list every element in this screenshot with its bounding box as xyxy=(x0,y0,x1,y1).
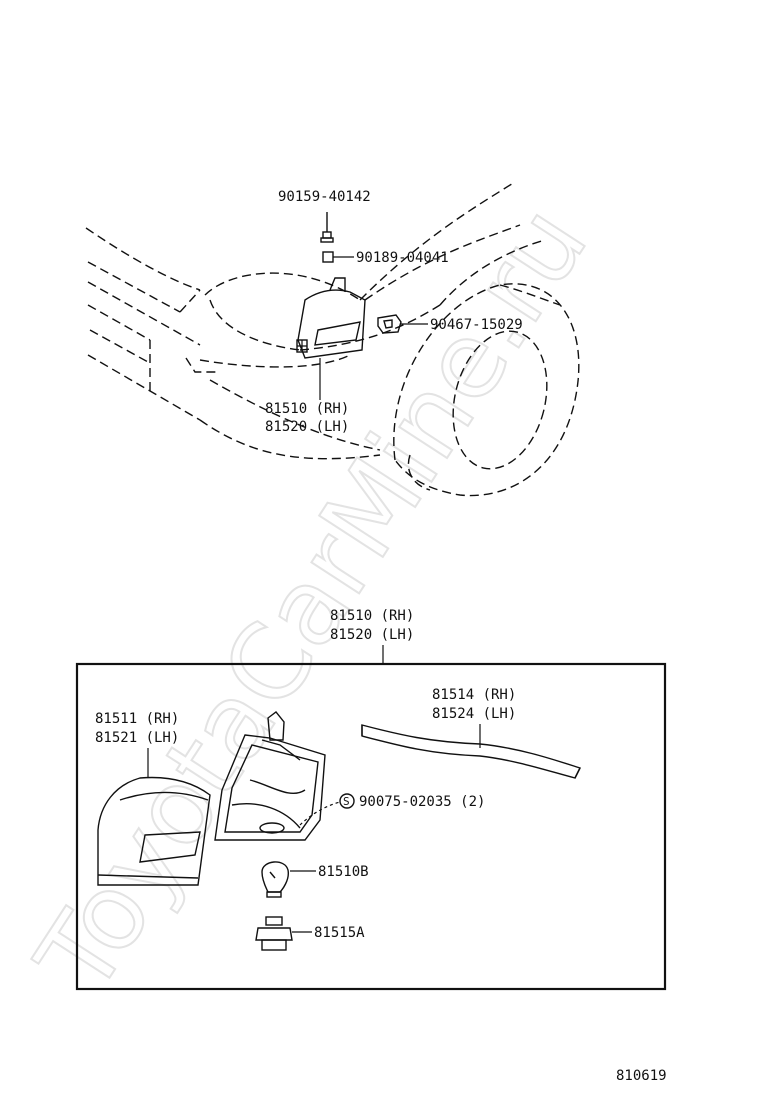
label-lens-rh: 81511 (RH) xyxy=(95,711,179,727)
bulb xyxy=(261,861,316,898)
lamp-housing xyxy=(214,711,326,841)
socket xyxy=(255,916,312,951)
vehicle-front-corner-view xyxy=(85,181,580,497)
label-assembly-lh: 81520 (LH) xyxy=(330,627,414,643)
screw-reference: S xyxy=(299,793,355,826)
label-screw: 90075-02035 (2) xyxy=(359,794,485,810)
label-bulb: 81510B xyxy=(318,864,369,880)
bolt-90159-40142 xyxy=(320,212,334,243)
lens xyxy=(97,776,211,886)
gasket xyxy=(361,724,581,779)
label-socket: 81515A xyxy=(314,925,365,941)
label-lamp-rh: 81510 (RH) xyxy=(265,401,349,417)
label-bolt: 90159-40142 xyxy=(278,189,371,205)
nut-90189-04041 xyxy=(322,251,354,263)
label-gasket-lh: 81524 (LH) xyxy=(432,706,516,722)
clip-90467-15029 xyxy=(377,314,428,334)
watermark: ToyotaCarMine.ru xyxy=(13,185,611,1014)
screw-symbol: S xyxy=(343,795,350,808)
label-gasket-rh: 81514 (RH) xyxy=(432,687,516,703)
label-assembly-rh: 81510 (RH) xyxy=(330,608,414,624)
exploded-view-frame xyxy=(75,662,667,991)
label-nut: 90189-04041 xyxy=(356,250,449,266)
figure-number: 810619 xyxy=(616,1068,667,1084)
corner-lamp-installed xyxy=(296,277,366,359)
label-lens-lh: 81521 (LH) xyxy=(95,730,179,746)
label-clip: 90467-15029 xyxy=(430,317,523,333)
label-lamp-lh: 81520 (LH) xyxy=(265,419,349,435)
